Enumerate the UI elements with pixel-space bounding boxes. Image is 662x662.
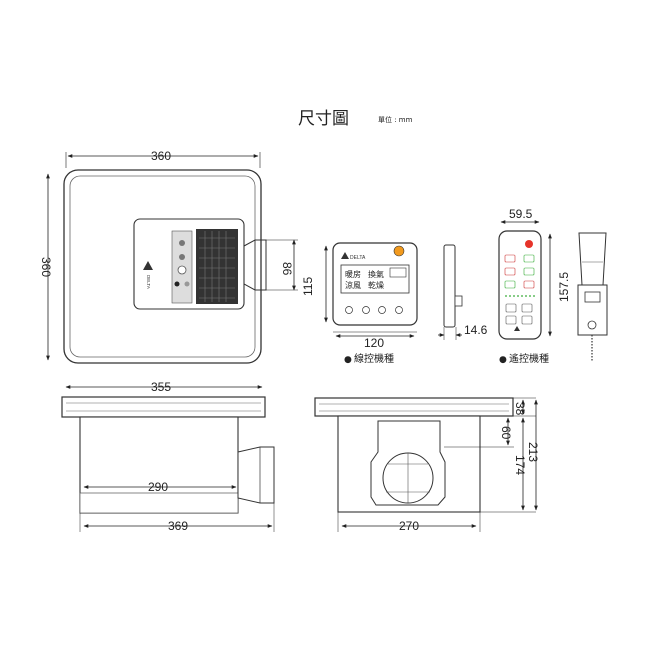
wired-button-dry: 乾燥: [368, 280, 384, 290]
remote-controller: [498, 230, 542, 340]
dim-side-bottom: 369: [168, 519, 188, 533]
dim-top-depth: 86: [280, 262, 294, 276]
wired-controller: DELTA 暖房 換氣 涼風 乾燥: [332, 242, 418, 326]
dim-top-height: 360: [39, 257, 53, 277]
side-view: [61, 396, 275, 514]
dim-remote-height: 157.5: [557, 272, 571, 302]
dim-side-top: 355: [151, 380, 171, 394]
wired-button-vent: 換氣: [368, 269, 384, 279]
top-view: DELTA: [63, 169, 267, 364]
remote-holder: [577, 232, 608, 362]
wired-button-heat: 暖房: [345, 269, 361, 279]
wired-caption-bullet: ●: [344, 355, 352, 365]
wired-button-cool: 涼風: [345, 280, 361, 290]
dim-front-174: 174: [513, 455, 527, 475]
dim-wired-width: 120: [364, 336, 384, 350]
dim-remote-width: 59.5: [509, 207, 533, 221]
wired-caption: 線控機種: [354, 352, 394, 365]
dim-wired-depth: 14.6: [464, 323, 488, 337]
wired-side-profile: [443, 244, 463, 328]
brand-logo-icon: [143, 261, 153, 270]
wired-brand-text: DELTA: [350, 255, 366, 261]
dim-front-213: 213: [526, 442, 540, 462]
dim-front-width: 270: [399, 519, 419, 533]
dim-wired-height: 115: [301, 277, 315, 296]
dim-front-38: 38: [513, 402, 527, 416]
dim-side-mid: 290: [148, 480, 168, 494]
dim-top-width: 360: [151, 149, 171, 163]
brand-text: DELTA: [146, 275, 151, 289]
dim-front-60: 60: [499, 426, 513, 440]
remote-caption-bullet: ●: [499, 355, 507, 365]
drawing-title: 尺寸圖: [298, 109, 349, 129]
unit-label: 單位 : mm: [378, 115, 413, 124]
remote-caption: 遙控機種: [509, 352, 549, 365]
front-view: [314, 397, 514, 513]
